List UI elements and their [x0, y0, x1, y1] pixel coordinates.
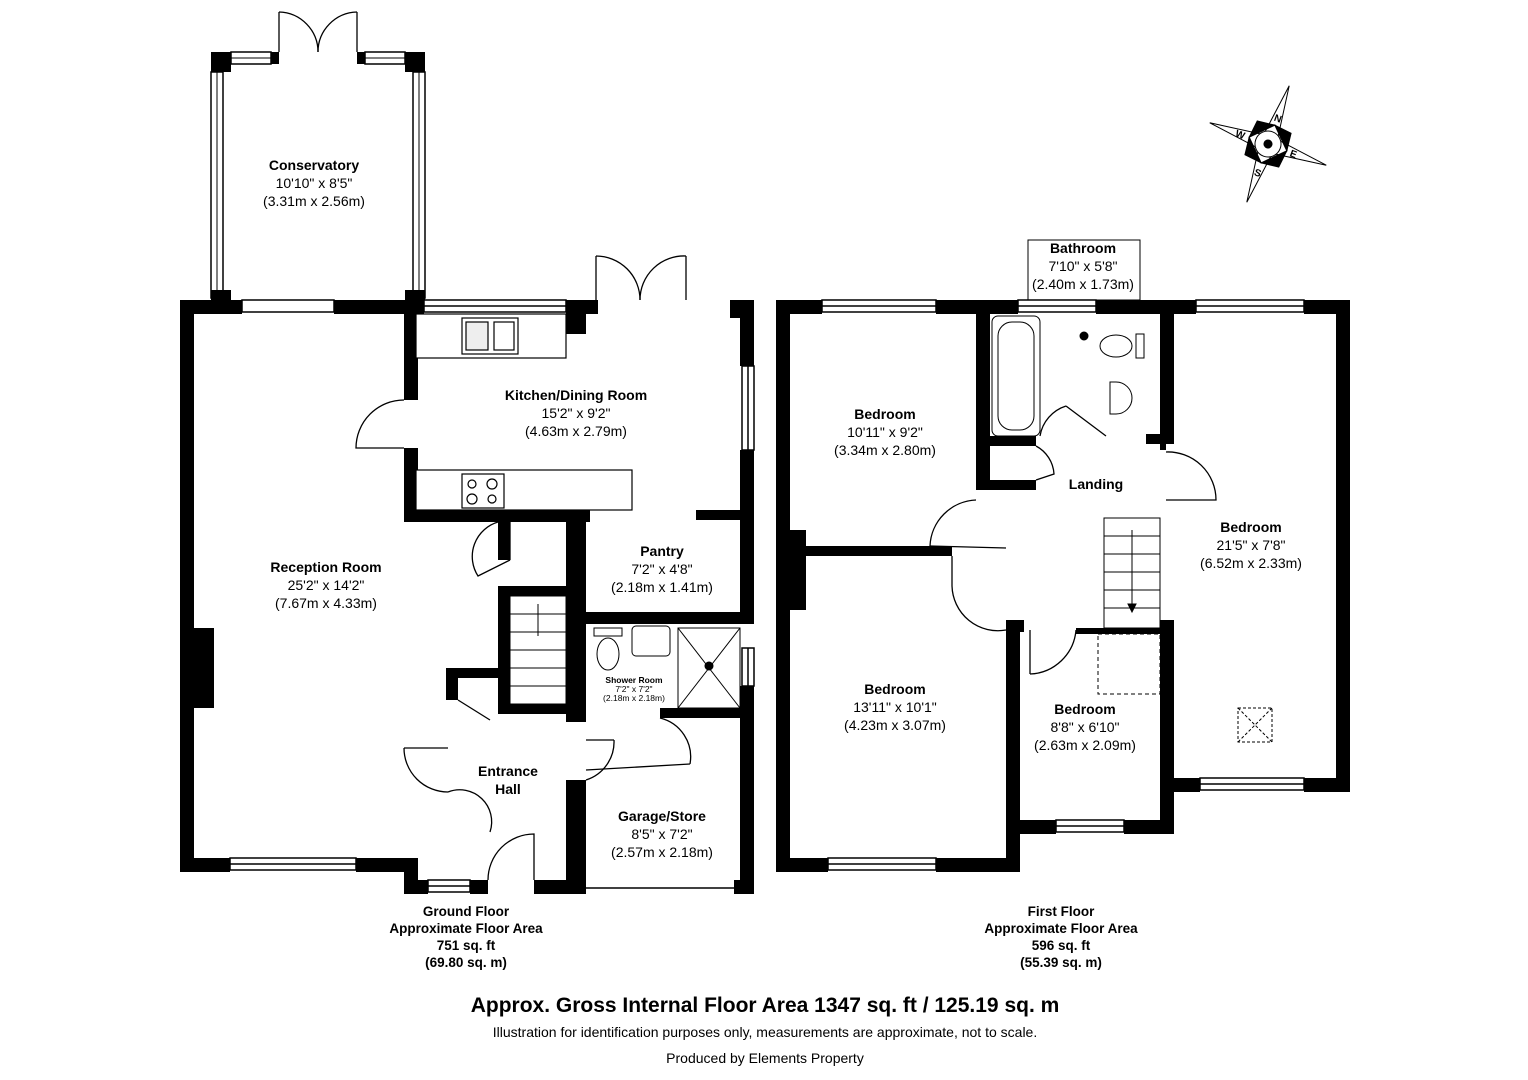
room-imperial: 7'10" x 5'8"	[1048, 258, 1118, 274]
room-imperial: 7'2" x 7'2"	[615, 684, 653, 694]
room-imperial: 15'2" x 9'2"	[541, 405, 611, 421]
room-imperial: 13'11" x 10'1"	[853, 699, 937, 715]
room-label-bathroom: Bathroom 7'10" x 5'8" (2.40m x 1.73m)	[1032, 239, 1134, 293]
room-label-garage: Garage/Store 8'5" x 7'2" (2.57m x 2.18m)	[611, 807, 713, 861]
room-label-entrance: Entrance Hall	[478, 762, 538, 798]
room-label-bedroom-sw: Bedroom 13'11" x 10'1" (4.23m x 3.07m)	[844, 680, 946, 734]
room-imperial: 21'5" x 7'8"	[1216, 537, 1286, 553]
room-label-bedroom-east: Bedroom 21'5" x 7'8" (6.52m x 2.33m)	[1200, 518, 1302, 572]
compass-east: E	[1288, 148, 1298, 161]
room-metric: (2.18m x 1.41m)	[611, 579, 713, 595]
room-name: Kitchen/Dining Room	[504, 387, 648, 403]
room-imperial: 8'8" x 6'10"	[1050, 719, 1120, 735]
room-imperial: 10'11" x 9'2"	[847, 424, 923, 440]
room-name: Garage/Store	[618, 808, 706, 824]
ground-floor-walls	[180, 300, 754, 894]
room-name: Bedroom	[864, 681, 926, 697]
bathroom-fittings	[991, 315, 1145, 437]
compass-south: S	[1253, 167, 1263, 180]
room-imperial: 7'2" x 4'8"	[631, 561, 693, 577]
compass-north: N	[1272, 113, 1283, 126]
disclaimer-text: Illustration for identification purposes…	[492, 1024, 1038, 1040]
produced-by-text: Produced by Elements Property	[666, 1050, 864, 1066]
room-metric: (4.23m x 3.07m)	[844, 717, 946, 733]
room-label-bedroom-small: Bedroom 8'8" x 6'10" (2.63m x 2.09m)	[1034, 700, 1136, 754]
room-label-landing: Landing	[1069, 475, 1123, 493]
room-name: Landing	[1068, 476, 1124, 492]
first-windows	[821, 299, 1305, 871]
floor-sqm: (69.80 sq. m)	[425, 955, 507, 970]
first-floor-area: First Floor Approximate Floor Area 596 s…	[984, 903, 1137, 971]
kitchen-fittings	[415, 313, 633, 511]
floor-subtitle: Approximate Floor Area	[389, 921, 543, 936]
floor-title: First Floor	[1027, 904, 1095, 919]
total-floor-area: Approx. Gross Internal Floor Area 1347 s…	[470, 994, 1060, 1017]
room-label-pantry: Pantry 7'2" x 4'8" (2.18m x 1.41m)	[611, 542, 713, 596]
room-metric: (3.31m x 2.56m)	[263, 193, 365, 209]
first-doors	[929, 405, 1217, 675]
floor-title: Ground Floor	[422, 904, 510, 919]
room-name: Reception Room	[270, 559, 382, 575]
room-label-kitchen: Kitchen/Dining Room 15'2" x 9'2" (4.63m …	[505, 386, 647, 440]
floor-sqft: 596 sq. ft	[1031, 938, 1091, 953]
floor-subtitle: Approximate Floor Area	[984, 921, 1138, 936]
compass-rose: N E S W	[1209, 85, 1327, 203]
kitchen-doors	[355, 255, 692, 881]
room-name: Pantry	[640, 543, 684, 559]
shower-fittings	[593, 625, 741, 709]
room-metric: (2.63m x 2.09m)	[1034, 737, 1136, 753]
room-name: Bathroom	[1049, 240, 1117, 256]
room-name: Bedroom	[1054, 701, 1116, 717]
room-name-line1: Entrance	[478, 763, 538, 779]
room-imperial: 10'10" x 8'5"	[275, 175, 353, 191]
room-metric: (6.52m x 2.33m)	[1200, 555, 1302, 571]
room-metric: (2.40m x 1.73m)	[1032, 276, 1134, 292]
floor-sqft: 751 sq. ft	[436, 938, 496, 953]
room-imperial: 8'5" x 7'2"	[631, 826, 693, 842]
room-metric: (7.67m x 4.33m)	[275, 595, 377, 611]
ground-floor-area: Ground Floor Approximate Floor Area 751 …	[389, 903, 542, 971]
room-name-line2: Hall	[495, 781, 521, 797]
room-imperial: 25'2" x 14'2"	[287, 577, 365, 593]
ground-stairs	[509, 595, 567, 705]
first-floor-walls	[776, 300, 1350, 872]
room-name: Shower Room	[605, 675, 663, 685]
room-metric: (4.63m x 2.79m)	[525, 423, 627, 439]
room-metric: (2.57m x 2.18m)	[611, 844, 713, 860]
room-name: Bedroom	[1220, 519, 1282, 535]
room-name: Bedroom	[854, 406, 916, 422]
room-name: Conservatory	[268, 157, 360, 173]
room-metric: (3.34m x 2.80m)	[834, 442, 936, 458]
first-stairs	[1097, 517, 1273, 743]
room-label-shower: Shower Room 7'2" x 7'2" (2.18m x 2.18m)	[603, 676, 665, 703]
conservatory-walls	[210, 11, 426, 302]
room-label-conservatory: Conservatory 10'10" x 8'5" (3.31m x 2.56…	[263, 156, 365, 210]
room-label-reception: Reception Room 25'2" x 14'2" (7.67m x 4.…	[270, 558, 381, 612]
compass-west: W	[1234, 129, 1247, 143]
room-label-bedroom-nw: Bedroom 10'11" x 9'2" (3.34m x 2.80m)	[834, 405, 936, 459]
floor-sqm: (55.39 sq. m)	[1020, 955, 1102, 970]
room-metric: (2.18m x 2.18m)	[603, 693, 665, 703]
ground-windows	[229, 299, 755, 893]
